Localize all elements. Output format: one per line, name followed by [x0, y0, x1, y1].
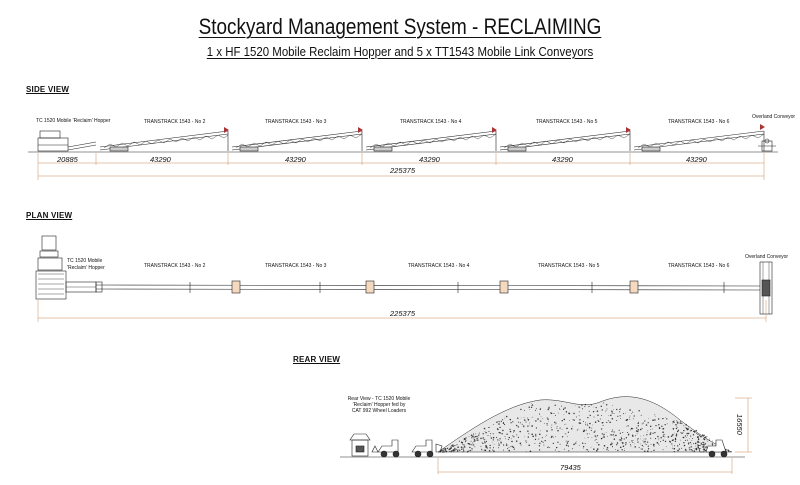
- side-conveyor-5: [499, 127, 631, 152]
- rear-stockpile: [437, 396, 733, 453]
- side-conveyor-label-4: TRANSTRACK 1543 - No 4: [400, 119, 462, 125]
- plan-joints: [95, 280, 725, 294]
- side-dim-conveyor-5: 43290: [552, 155, 573, 164]
- side-dim-conveyor-6: 43290: [686, 155, 707, 164]
- side-overland-label: Overland Conveyor: [752, 114, 796, 120]
- plan-conveyor-label-3: TRANSTRACK 1543 - No 3: [265, 263, 327, 269]
- plan-overland-label: Overland Conveyor: [745, 254, 789, 260]
- plan-conveyor-label-2: TRANSTRACK 1543 - No 2: [144, 263, 206, 269]
- plan-hopper-label-1: TC 1520 Mobile: [67, 258, 103, 264]
- side-conveyor-6: [633, 124, 765, 152]
- page-subtitle: 1 x HF 1520 Mobile Reclaim Hopper and 5 …: [206, 44, 594, 59]
- side-dim-conveyor-4: 43290: [419, 155, 440, 164]
- rear-wheel-loader-right: [697, 439, 728, 458]
- side-conveyor-label-6: TRANSTRACK 1543 - No 6: [668, 119, 730, 125]
- rear-wheel-loader-left: [371, 439, 400, 458]
- plan-conveyor-label-4: TRANSTRACK 1543 - No 4: [408, 263, 470, 269]
- side-conveyor-label-2: TRANSTRACK 1543 - No 2: [144, 119, 206, 125]
- side-conveyor-2: [99, 127, 229, 152]
- plan-dim-total: 225375: [390, 309, 416, 318]
- side-conveyor-label-5: TRANSTRACK 1543 - No 5: [536, 119, 598, 125]
- plan-conveyor-label-5: TRANSTRACK 1543 - No 5: [538, 263, 600, 269]
- side-hopper-label: TC 1520 Mobile 'Reclaim' Hopper: [36, 118, 111, 124]
- rear-dim-width: 79435: [560, 463, 581, 472]
- rear-caption: Rear View - TC 1520 Mobile 'Reclaim' Hop…: [347, 396, 411, 414]
- side-conveyor-label-3: TRANSTRACK 1543 - No 3: [265, 119, 327, 125]
- side-dim-conveyor-2: 43290: [150, 155, 171, 164]
- page-title: Stockyard Management System - RECLAIMING: [198, 14, 602, 39]
- side-overland-conveyor: [758, 138, 776, 152]
- rear-hopper: [349, 433, 371, 457]
- rear-view-heading: REAR VIEW: [293, 355, 341, 364]
- plan-hopper: [35, 235, 97, 300]
- side-conveyor-4: [365, 127, 497, 152]
- side-conveyor-3: [231, 127, 363, 152]
- side-dim-hopper: 20885: [57, 155, 78, 164]
- side-hopper: [37, 130, 97, 152]
- side-dim-conveyor-3: 43290: [285, 155, 306, 164]
- plan-hopper-label-2: 'Reclaim' Hopper: [67, 265, 105, 271]
- side-view-heading: SIDE VIEW: [26, 85, 70, 94]
- plan-conveyor-label-6: TRANSTRACK 1543 - No 6: [668, 263, 730, 269]
- plan-conveyor-line: [95, 284, 761, 291]
- side-dim-total: 225375: [390, 166, 416, 175]
- rear-wheel-loader-middle: [411, 439, 443, 458]
- plan-view-heading: PLAN VIEW: [26, 211, 73, 220]
